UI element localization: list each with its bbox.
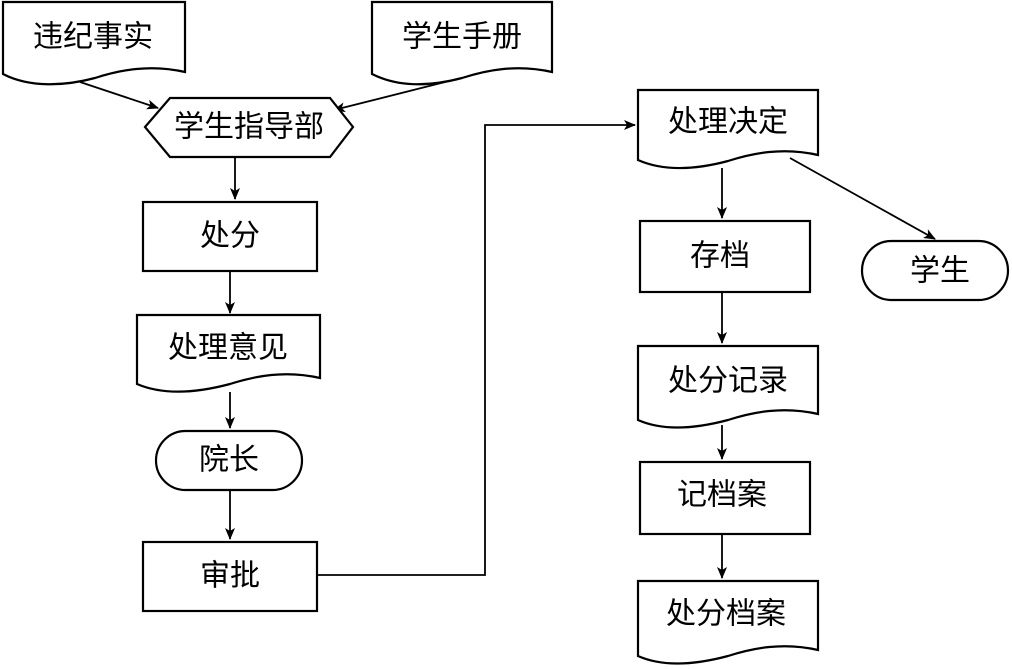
node-shouce: 学生手册 [370, 0, 554, 86]
arrow-jueding-to-xuesheng [789, 157, 936, 240]
connectors [79, 81, 936, 579]
terminal-shape [154, 429, 304, 492]
process-box [638, 460, 812, 536]
arrow-shenpi-to-jueding [318, 120, 636, 576]
document-shape [370, 0, 554, 86]
node-jueding: 处理决定 [636, 88, 820, 170]
node-shenpi: 审批 [141, 540, 319, 613]
node-dangan: 处分档案 [636, 579, 820, 665]
node-chufen: 处分 [141, 200, 319, 273]
node-label-jidangan: 记档案 [677, 478, 767, 513]
document-shape [636, 579, 820, 665]
document-shape [636, 344, 820, 429]
node-label-shenpi: 审批 [200, 559, 260, 594]
document-shape [636, 88, 820, 170]
node-label-weiji: 违纪事实 [33, 20, 153, 55]
node-label-shouce: 学生手册 [402, 20, 522, 55]
node-jilu: 处分记录 [636, 344, 820, 429]
arrow-weiji-to-zhidaobu [79, 81, 159, 110]
process-box [141, 540, 319, 613]
node-yuanzhang: 院长 [154, 429, 304, 492]
node-label-yuanzhang: 院长 [199, 443, 259, 478]
node-label-yijian: 处理意见 [168, 331, 288, 366]
process-box [638, 219, 812, 294]
node-label-cundang: 存档 [690, 239, 750, 274]
terminal-shape [860, 239, 1010, 302]
document-shape [135, 313, 322, 393]
node-label-dangan: 处分档案 [666, 597, 786, 632]
node-yijian: 处理意见 [135, 313, 322, 393]
arrow-shouce-to-zhidaobu [333, 81, 446, 113]
node-xuesheng: 学生 [860, 239, 1010, 302]
process-box [141, 200, 319, 273]
hexagon-shape [143, 96, 355, 159]
node-zhidaobu: 学生指导部 [143, 96, 355, 159]
node-weiji: 违纪事实 [1, 0, 187, 86]
node-label-jilu: 处分记录 [668, 364, 788, 399]
node-label-zhidaobu: 学生指导部 [174, 110, 324, 145]
node-label-chufen: 处分 [200, 219, 260, 254]
document-shape [1, 0, 187, 86]
node-label-jueding: 处理决定 [668, 105, 788, 140]
node-jidangan: 记档案 [638, 460, 812, 536]
node-cundang: 存档 [638, 219, 812, 294]
node-label-xuesheng: 学生 [910, 254, 970, 289]
